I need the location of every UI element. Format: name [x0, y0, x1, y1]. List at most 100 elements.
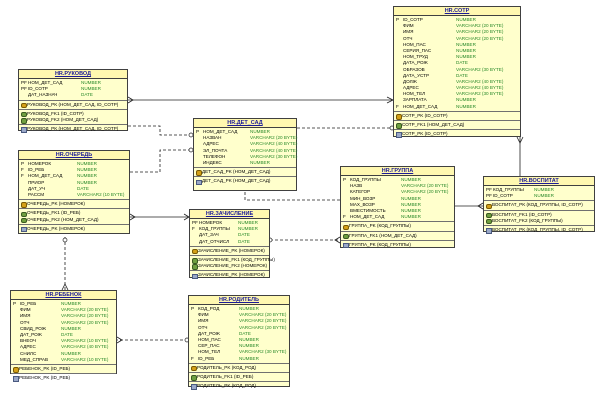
column-type: NUMBER — [456, 103, 476, 109]
fk-entry[interactable]: СОТР_FK1 (НОМ_ДЕТ_САД) — [394, 122, 520, 129]
pk-label: РУКОВОД_PK (НОМ_ДЕТ_САД, ID_СОТР) — [27, 101, 119, 107]
foreign-key-icon — [343, 233, 349, 240]
pk-section: РЕБЕНОК_PK (ID_РЕБ) — [11, 365, 116, 375]
column-name: ФИМ — [198, 312, 209, 318]
column-type: NUMBER — [77, 167, 97, 173]
column-name: ВНЕОЧ — [20, 338, 36, 344]
fk-entry[interactable]: РОДИТЕЛЬ_FK1 (ID_РЕБ) — [189, 374, 289, 381]
fk-entry[interactable]: ВОСПИТАТ_FK2 (КОД_ГРУППЫ) — [484, 218, 594, 225]
pk-entry[interactable]: РУКОВОД_PK (НОМ_ДЕТ_САД, ID_СОТР) — [19, 101, 127, 109]
ix-entry[interactable]: ОЧЕРЕДЬ_PK (НОМЕРОК) — [19, 226, 129, 233]
column-name: НОМ_ДЕТ_САД — [28, 80, 63, 85]
fk-entry[interactable]: ЗАЧИСЛЕНИЕ_FK1 (КОД_ГРУППЫ) — [190, 257, 275, 264]
primary-key-icon — [13, 367, 19, 373]
ix-entry[interactable]: РЕБЕНОК_PK (ID_РЕБ) — [11, 375, 116, 382]
fk-entry[interactable]: ВОСПИТАТ_FK1 (ID_СОТР) — [484, 211, 594, 219]
pk-entry[interactable]: ГРУППА_PK (КОД_ГРУППЫ) — [341, 223, 454, 230]
fk-entry[interactable]: ОЧЕРЕДЬ_FK1 (ID_РЕБ) — [19, 210, 129, 217]
primary-key-icon — [343, 224, 349, 230]
ix-entry[interactable]: РУКОВОД_PK (НОМ_ДЕТ_САД, ID_СОТР) — [19, 126, 127, 133]
foreign-key-icon — [191, 375, 197, 381]
column-name: НАЗВАН — [203, 135, 222, 141]
column-type: DATE — [77, 185, 89, 191]
column-row: АДРЕС VARCHAR2 (40 BYTE) — [11, 344, 116, 350]
ix-entry[interactable]: РОДИТЕЛЬ_PK (КОД_РОД) — [189, 383, 289, 390]
ix-entry[interactable]: ЗАЧИСЛЕНИЕ_PK (НОМЕРОК) — [190, 272, 269, 280]
index-section: ДЕТ_САД_PK (НОМ_ДЕТ_САД) — [194, 177, 296, 186]
pk-entry[interactable]: РЕБЕНОК_PK (ID_РЕБ) — [11, 366, 116, 373]
column-key-flag: F — [192, 226, 195, 232]
column-type: VARCHAR2 (40 BYTE) — [61, 344, 109, 350]
column-name: КОД_ГРУППЫ — [199, 226, 230, 232]
fk-section: ГРУППА_FK1 (НОМ_ДЕТ_САД) — [341, 232, 454, 241]
index-icon — [191, 384, 197, 390]
ix-entry[interactable]: ГРУППА_PK (КОД_ГРУППЫ) — [341, 241, 454, 249]
table-title: HR.ГРУППА — [341, 167, 454, 176]
ix-entry[interactable]: СОТР_PK (ID_СОТР) — [394, 131, 520, 138]
fk-entry[interactable]: РУКОВОД_FK1 (ID_СОТР) — [19, 111, 127, 118]
column-name: НОМ_ДЕТ_САД — [203, 129, 238, 134]
table-title: HR.РЕБЕНОК — [11, 291, 116, 300]
column-key-flag: P — [343, 177, 347, 182]
index-section: РУКОВОД_PK (НОМ_ДЕТ_САД, ID_СОТР) — [19, 125, 127, 133]
pk-entry[interactable]: ЗАЧИСЛЕНИЕ_PK (НОМЕРОК) — [190, 247, 269, 255]
pk-section: ОЧЕРЕДЬ_PK (НОМЕРОК) — [19, 200, 129, 210]
pk-label: ЗАЧИСЛЕНИЕ_PK (НОМЕРОК) — [198, 247, 265, 253]
ix-label: РОДИТЕЛЬ_PK (КОД_РОД) — [197, 383, 257, 389]
pk-entry[interactable]: РОДИТЕЛЬ_PK (КОД_РОД) — [189, 365, 289, 372]
pk-entry[interactable]: ОЧЕРЕДЬ_PK (НОМЕРОК) — [19, 201, 129, 208]
column-type: NUMBER — [456, 17, 476, 22]
column-name: АДРЕС — [20, 344, 36, 350]
pk-label: ВОСПИТАТ_PK (КОД_ГРУППЫ, ID_СОТР) — [492, 202, 583, 208]
ix-label: ВОСПИТАТ_PK (КОД_ГРУППЫ, ID_СОТР) — [492, 226, 583, 232]
pk-entry[interactable]: ВОСПИТАТ_PK (КОД_ГРУППЫ, ID_СОТР) — [484, 202, 594, 210]
fk-entry[interactable]: РУКОВОД_FK2 (НОМ_ДЕТ_САД) — [19, 117, 127, 124]
column-type: DATE — [456, 72, 468, 78]
column-type: VARCHAR2 (20 BYTE) — [239, 318, 287, 324]
ix-entry[interactable]: ВОСПИТАТ_PK (КОД_ГРУППЫ, ID_СОТР) — [484, 226, 594, 234]
index-icon — [196, 179, 202, 186]
column-name: ЭЛ_ПОЧТА — [203, 147, 228, 153]
column-type: VARCHAR2 (40 BYTE) — [250, 141, 298, 147]
fk-label: ВОСПИТАТ_FK1 (ID_СОТР) — [492, 211, 552, 217]
column-type: VARCHAR2 (30 BYTE) — [456, 66, 504, 72]
pk-entry[interactable]: ДЕТ_САД_PK (НОМ_ДЕТ_САД) — [194, 169, 296, 176]
ix-entry[interactable]: ДЕТ_САД_PK (НОМ_ДЕТ_САД) — [194, 178, 296, 186]
primary-key-icon — [486, 203, 492, 210]
column-type: NUMBER — [81, 86, 101, 92]
pk-entry[interactable]: СОТР_PK (ID_СОТР) — [394, 113, 520, 120]
column-name: РАССМ — [28, 191, 45, 197]
column-type: NUMBER — [239, 306, 259, 311]
fk-section: ОЧЕРЕДЬ_FK1 (ID_РЕБ)ОЧЕРЕДЬ_FK2 (НОМ_ДЕТ… — [19, 209, 129, 225]
fk-entry[interactable]: ОЧЕРЕДЬ_FK2 (НОМ_ДЕТ_САД) — [19, 217, 129, 224]
fk-entry[interactable]: ЗАЧИСЛЕНИЕ_FK2 (НОМЕРОК) — [190, 263, 269, 270]
ix-label: ГРУППА_PK (КОД_ГРУППЫ) — [349, 241, 411, 247]
fk-entry[interactable]: ГРУППА_FK1 (НОМ_ДЕТ_САД) — [341, 233, 454, 240]
